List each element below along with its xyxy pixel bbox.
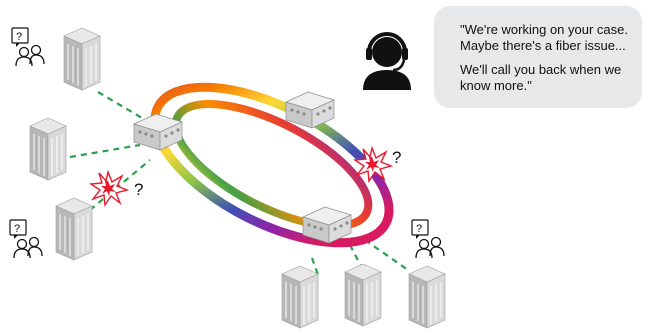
- agent-message-line: know more.": [460, 78, 532, 93]
- building-icon: [63, 27, 101, 91]
- building-icon: [344, 263, 382, 327]
- switch-icon: [285, 91, 335, 129]
- speech-bubble: [434, 6, 642, 108]
- building-icon: [29, 117, 67, 181]
- alert-burst-icon: [90, 171, 128, 206]
- user-question-mark: ?: [16, 31, 22, 43]
- fault-question-mark: ?: [134, 180, 144, 199]
- user-question-mark: ?: [14, 223, 20, 235]
- agent-message-line: "We're working on your case.: [460, 22, 628, 37]
- user-question-mark: ?: [416, 223, 422, 235]
- building-icon: [281, 265, 319, 329]
- building-icon: [55, 197, 93, 261]
- agent-message-line: We'll call you back when we: [460, 62, 622, 77]
- fault-question-mark: ?: [392, 148, 402, 167]
- agent-message-line: Maybe there's a fiber issue...: [460, 38, 626, 53]
- agent-message: "We're working on your case. Maybe there…: [460, 22, 650, 102]
- access-links: [69, 91, 409, 276]
- support-agent-icon: [363, 32, 411, 90]
- building-icon: [408, 265, 446, 329]
